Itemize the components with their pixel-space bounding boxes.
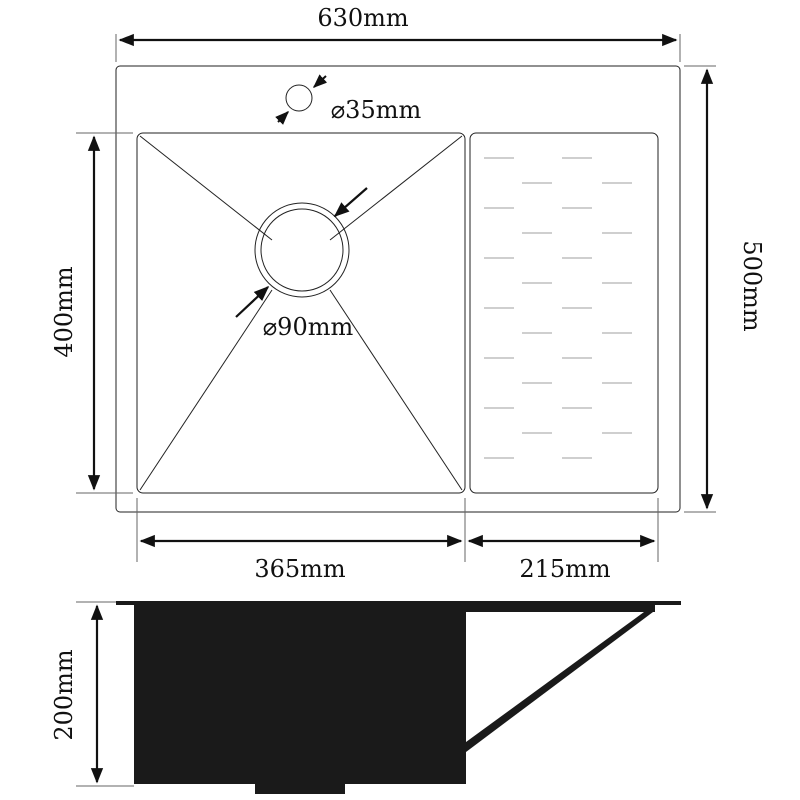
drain-hole xyxy=(254,202,350,298)
profile-drain-outlet xyxy=(255,784,345,794)
dimension-lines xyxy=(76,33,716,787)
tap-hole-label: ⌀35mm xyxy=(331,96,422,124)
tap-hole xyxy=(275,74,328,125)
drainboard-ribs xyxy=(484,157,632,459)
dimension-labels: 630mm ⌀35mm ⌀90mm 365mm 215mm 400mm 500m… xyxy=(50,4,766,741)
bowl-bevel-lines xyxy=(139,135,463,491)
overall-depth-label: 500mm xyxy=(738,240,766,332)
drainboard-width-label: 215mm xyxy=(519,555,611,583)
profile-rim xyxy=(116,601,681,605)
drainboard-outline xyxy=(469,132,659,494)
side-profile xyxy=(116,601,681,794)
profile-slope xyxy=(466,612,653,752)
drain-arrow-top xyxy=(333,187,368,218)
overall-width-label: 630mm xyxy=(317,4,409,32)
top-view xyxy=(115,65,681,513)
height-label: 200mm xyxy=(50,649,78,741)
sink-outline xyxy=(115,65,681,513)
bowl-depth-label: 400mm xyxy=(50,266,78,358)
bowl-outline xyxy=(136,132,466,494)
drain-hole-label: ⌀90mm xyxy=(263,313,354,341)
profile-bowl xyxy=(134,604,466,784)
profile-drainboard xyxy=(466,604,655,612)
bowl-width-label: 365mm xyxy=(254,555,346,583)
drain-arrow-bottom xyxy=(235,285,270,318)
